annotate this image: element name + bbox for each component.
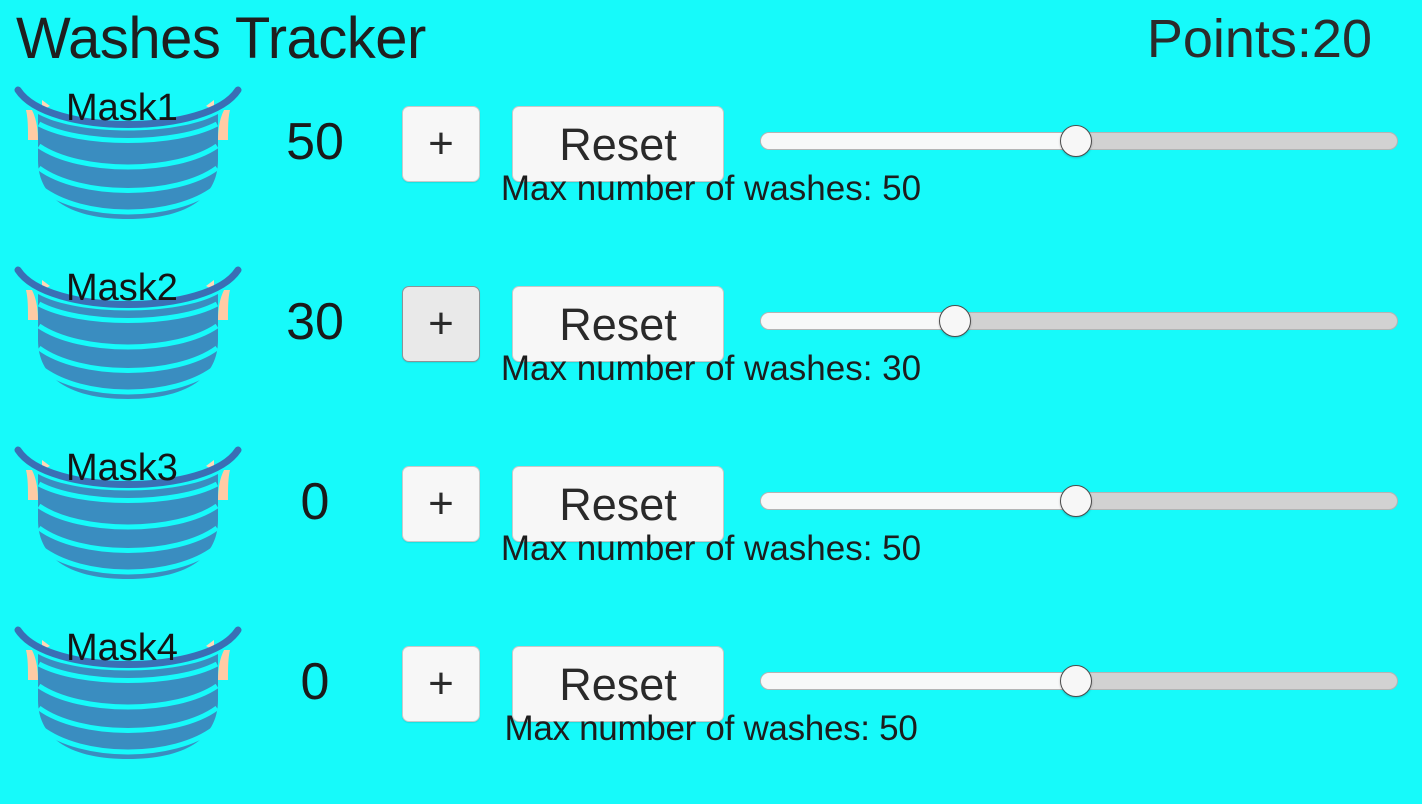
- mask-row-4: Mask4 0 + Reset Max number of washes: 50: [0, 624, 1422, 804]
- face-mask-icon: [8, 84, 248, 219]
- wash-count-value: 0: [300, 653, 330, 711]
- slider-fill: [761, 313, 955, 329]
- face-mask-icon: [8, 624, 248, 759]
- increment-button[interactable]: +: [402, 646, 480, 722]
- slider-thumb[interactable]: [1059, 485, 1092, 517]
- face-mask-icon: [8, 264, 248, 399]
- points-counter: Points:20: [1146, 9, 1372, 69]
- mask-label: Mask4: [66, 627, 178, 669]
- wash-count-value: 0: [300, 473, 330, 531]
- mask-row-2: Mask2 30 + Reset Max number of washes: 3…: [0, 264, 1422, 444]
- reset-button[interactable]: Reset: [512, 466, 724, 542]
- slider-thumb[interactable]: [938, 305, 971, 337]
- slider-fill: [761, 133, 1076, 149]
- face-mask-icon: [8, 444, 248, 579]
- slider-fill: [761, 493, 1076, 509]
- slider-track[interactable]: [760, 312, 1398, 330]
- max-washes-caption: Max number of washes: 30: [500, 349, 922, 388]
- max-washes-slider[interactable]: [760, 120, 1398, 168]
- max-washes-slider[interactable]: [760, 300, 1398, 348]
- page-title: Washes Tracker: [16, 6, 426, 71]
- reset-button[interactable]: Reset: [512, 646, 724, 722]
- mask-label: Mask2: [66, 267, 178, 309]
- reset-button[interactable]: Reset: [512, 286, 724, 362]
- increment-button[interactable]: +: [402, 106, 480, 182]
- mask-label: Mask1: [66, 87, 178, 129]
- max-washes-slider[interactable]: [760, 480, 1398, 528]
- max-washes-slider[interactable]: [760, 660, 1398, 708]
- mask-row-1: Mask1 50 + Reset Max number of washes: 5…: [0, 84, 1422, 264]
- wash-count-value: 30: [286, 293, 344, 351]
- max-washes-caption: Max number of washes: 50: [500, 169, 922, 208]
- mask-label: Mask3: [66, 447, 178, 489]
- slider-thumb[interactable]: [1059, 665, 1092, 697]
- max-washes-caption: Max number of washes: 50: [500, 529, 922, 568]
- mask-row-3: Mask3 0 + Reset Max number of washes: 50: [0, 444, 1422, 624]
- wash-count-value: 50: [286, 113, 344, 171]
- slider-fill: [761, 673, 1076, 689]
- increment-button[interactable]: +: [402, 286, 480, 362]
- slider-thumb[interactable]: [1059, 125, 1092, 157]
- max-washes-caption: Max number of washes: 50: [504, 709, 918, 748]
- increment-button[interactable]: +: [402, 466, 480, 542]
- app-header: Washes Tracker Points:20: [0, 0, 1422, 80]
- reset-button[interactable]: Reset: [512, 106, 724, 182]
